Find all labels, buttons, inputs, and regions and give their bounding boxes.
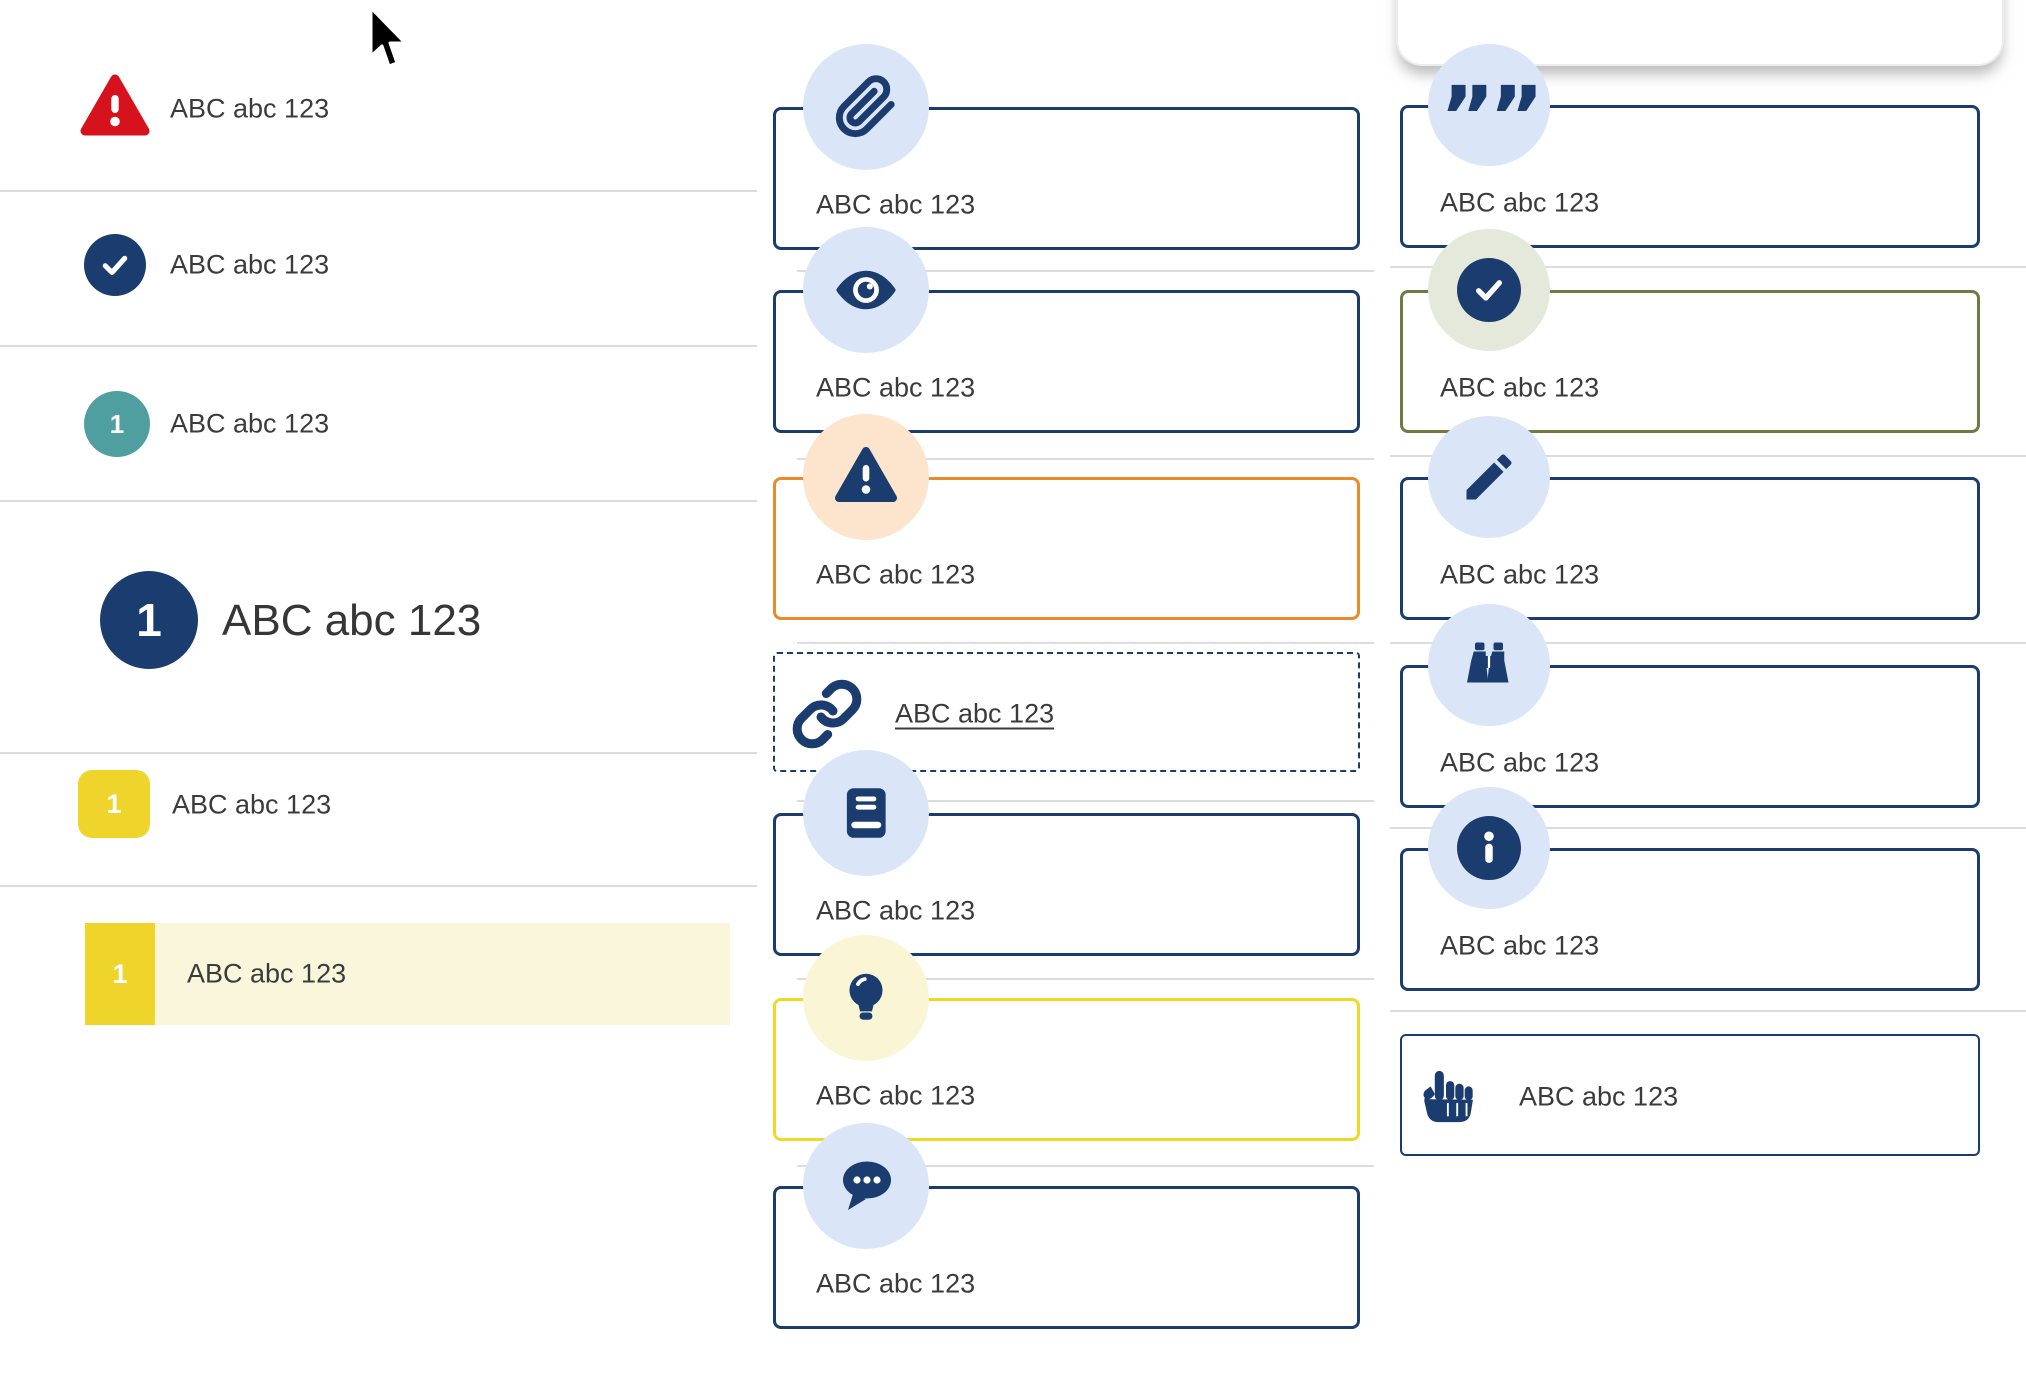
link-icon: [792, 679, 862, 749]
lightbulb-icon: [803, 935, 929, 1061]
divider: [1390, 266, 2026, 268]
card-label: ABC abc 123: [1440, 187, 1600, 218]
yellow-number-badge: 1: [85, 923, 155, 1025]
list-item-label: ABC abc 123: [170, 249, 330, 280]
paperclip-icon: [803, 44, 929, 170]
check-circle-icon: [84, 234, 146, 296]
eye-icon: [803, 227, 929, 353]
navy-number-badge: 1: [100, 571, 198, 669]
card-label: ABC abc 123: [1440, 372, 1600, 403]
link-label[interactable]: ABC abc 123: [895, 698, 1055, 729]
divider: [797, 978, 1374, 980]
divider: [797, 1165, 1374, 1167]
pencil-icon: [1428, 416, 1550, 538]
list-item-label: ABC abc 123: [187, 958, 347, 989]
divider: [0, 500, 757, 502]
card-speech[interactable]: ABC abc 123: [773, 1186, 1360, 1329]
divider: [1390, 1010, 2026, 1012]
divider: [797, 642, 1374, 644]
divider: [1390, 827, 2026, 829]
card-label: ABC abc 123: [816, 895, 976, 926]
card-hand-pointer[interactable]: ABC abc 123: [1400, 1034, 1980, 1156]
heading-label: ABC abc 123: [222, 596, 482, 645]
card-label: ABC abc 123: [816, 189, 976, 220]
quote-icon: ””: [1428, 44, 1550, 166]
divider: [797, 270, 1374, 272]
divider: [1390, 642, 2026, 644]
check-circle-icon: [1428, 229, 1550, 351]
card-label: ABC abc 123: [816, 372, 976, 403]
list-item-label: ABC abc 123: [170, 408, 330, 439]
hand-pointer-icon: [1423, 1070, 1473, 1123]
card-label: ABC abc 123: [1440, 930, 1600, 961]
card-label: ABC abc 123: [816, 559, 976, 590]
card-label: ABC abc 123: [1440, 559, 1600, 590]
divider: [797, 800, 1374, 802]
teal-number-badge: 1: [84, 391, 150, 457]
card-binoculars[interactable]: ABC abc 123: [1400, 665, 1980, 808]
card-paperclip[interactable]: ABC abc 123: [773, 107, 1360, 250]
divider: [1390, 455, 2026, 457]
list-item-label: ABC abc 123: [172, 789, 332, 820]
speech-bubble-icon: [803, 1123, 929, 1249]
book-icon: [803, 750, 929, 876]
card-label: ABC abc 123: [816, 1080, 976, 1111]
divider: [797, 458, 1374, 460]
warning-triangle-icon: [803, 414, 929, 540]
warning-triangle-icon: [80, 74, 150, 136]
binoculars-icon: [1428, 604, 1550, 726]
divider: [0, 345, 757, 347]
card-label: ABC abc 123: [1440, 747, 1600, 778]
list-item-label: ABC abc 123: [170, 93, 330, 124]
list-item-highlighted[interactable]: 1 ABC abc 123: [85, 923, 730, 1025]
mouse-cursor-icon: [369, 6, 407, 68]
divider: [0, 190, 757, 192]
info-icon: [1428, 787, 1550, 909]
card-info[interactable]: ABC abc 123: [1400, 848, 1980, 991]
card-label: ABC abc 123: [816, 1268, 976, 1299]
divider: [0, 885, 757, 887]
divider: [0, 752, 757, 754]
card-label: ABC abc 123: [1519, 1081, 1679, 1112]
yellow-number-badge: 1: [78, 770, 150, 838]
card-link[interactable]: ABC abc 123: [773, 652, 1360, 772]
